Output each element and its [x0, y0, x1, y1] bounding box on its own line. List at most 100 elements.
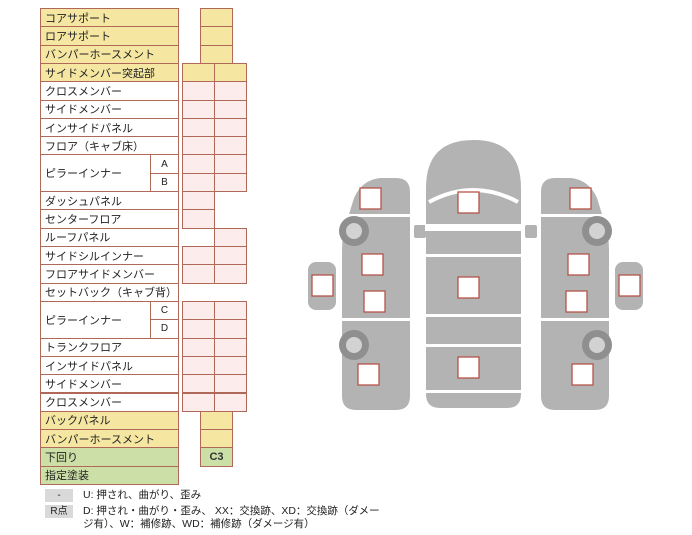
- diagram-mark-left-panel[interactable]: [311, 274, 334, 297]
- damage-cell[interactable]: [182, 392, 215, 412]
- legend-key-rpoint: R点: [45, 505, 73, 518]
- damage-cell[interactable]: [182, 337, 215, 357]
- roof-divider: [425, 224, 522, 231]
- part-label-16: ピラーインナー: [40, 300, 151, 339]
- legend: - U: 押され、曲がり、歪み R点 D: 押され・曲がり・歪み、 XX：交換跡…: [45, 489, 383, 534]
- diagram-mark-right-rear-door[interactable]: [565, 290, 588, 313]
- damage-cell[interactable]: [182, 300, 215, 321]
- left-body-line-2: [342, 318, 410, 321]
- right-front-wheel-hub: [589, 223, 605, 239]
- diagram-mark-top-center[interactable]: [457, 276, 480, 299]
- car-top-view: [426, 140, 521, 408]
- damage-cell[interactable]: [214, 355, 247, 376]
- windshield-line: [428, 188, 519, 204]
- damage-cell[interactable]: [182, 62, 215, 83]
- damage-cell[interactable]: [182, 136, 215, 156]
- skeleton-table: コアサポートロアサポートバンパーホースメントサイドメンバー突起部クロスメンバーサ…: [40, 8, 290, 488]
- diagram-mark-left-rear-fender[interactable]: [357, 363, 380, 386]
- damage-cell[interactable]: [200, 44, 233, 64]
- diagram-mark-left-rear-door[interactable]: [363, 290, 386, 313]
- part-label-18: トランクフロア: [40, 337, 179, 357]
- right-mirror-icon: [525, 225, 537, 238]
- part-label-2: バンパーホースメント: [40, 44, 179, 64]
- diagram-mark-top-rear[interactable]: [457, 356, 480, 379]
- damage-cell[interactable]: [182, 374, 215, 394]
- diagram-mark-left-front-fender[interactable]: [359, 187, 382, 210]
- right-body-line-2: [541, 318, 609, 321]
- damage-cell[interactable]: [182, 319, 215, 339]
- damage-cell[interactable]: [182, 209, 215, 229]
- vehicle-diagram: [308, 140, 643, 410]
- damage-cell[interactable]: [214, 172, 247, 193]
- panel-line-1: [425, 254, 522, 257]
- part-label-10: ダッシュパネル: [40, 191, 179, 211]
- damage-cell[interactable]: [214, 99, 247, 119]
- part-label-1: ロアサポート: [40, 26, 179, 46]
- left-body-line-1: [342, 214, 410, 217]
- damage-cell[interactable]: [214, 319, 247, 339]
- damage-cell[interactable]: [182, 172, 215, 193]
- damage-cell[interactable]: [182, 355, 215, 376]
- damage-cell[interactable]: C3: [200, 447, 233, 467]
- damage-cell[interactable]: [214, 374, 247, 394]
- part-sub-label-9: B: [150, 172, 179, 193]
- part-label-19: インサイドパネル: [40, 355, 179, 376]
- part-label-0: コアサポート: [40, 8, 179, 28]
- legend-row-u: - U: 押され、曲がり、歪み: [45, 489, 383, 502]
- part-sub-label-16: C: [150, 300, 179, 321]
- part-label-21: クロスメンバー: [40, 392, 179, 412]
- damage-cell[interactable]: [214, 392, 247, 412]
- left-rear-wheel-hub: [346, 337, 362, 353]
- damage-cell[interactable]: [214, 246, 247, 266]
- diagram-mark-left-front-door[interactable]: [361, 253, 384, 276]
- damage-cell[interactable]: [182, 99, 215, 119]
- diagram-mark-right-panel[interactable]: [618, 274, 641, 297]
- diagram-mark-right-front-fender[interactable]: [569, 187, 592, 210]
- damage-cell[interactable]: [182, 154, 215, 174]
- part-label-8: ピラーインナー: [40, 154, 151, 193]
- right-rear-wheel-hub: [589, 337, 605, 353]
- panel-line-2: [425, 314, 522, 317]
- damage-cell[interactable]: [214, 117, 247, 138]
- damage-cell[interactable]: [182, 117, 215, 138]
- part-label-15: セットバック（キャブ背）: [40, 282, 179, 302]
- part-label-3: サイドメンバー突起部: [40, 62, 179, 83]
- part-label-22: バックパネル: [40, 410, 179, 431]
- damage-cell[interactable]: [214, 62, 247, 83]
- diagram-mark-right-rear-fender[interactable]: [571, 363, 594, 386]
- damage-cell[interactable]: [200, 26, 233, 46]
- part-label-14: フロアサイドメンバー: [40, 264, 179, 284]
- part-label-5: サイドメンバー: [40, 99, 179, 119]
- panel-line-3: [425, 344, 522, 347]
- damage-cell[interactable]: [214, 227, 247, 248]
- damage-cell[interactable]: [200, 8, 233, 28]
- diagram-mark-right-front-door[interactable]: [567, 253, 590, 276]
- damage-cell[interactable]: [200, 410, 233, 431]
- part-label-11: センターフロア: [40, 209, 179, 229]
- damage-cell[interactable]: [182, 191, 215, 211]
- damage-cell[interactable]: [214, 136, 247, 156]
- part-label-13: サイドシルインナー: [40, 246, 179, 266]
- damage-cell[interactable]: [182, 264, 215, 284]
- part-label-12: ルーフパネル: [40, 227, 179, 248]
- damage-cell[interactable]: [182, 246, 215, 266]
- damage-cell[interactable]: [182, 81, 215, 101]
- legend-row-rpoint: R点 D: 押され・曲がり・歪み、 XX：交換跡、XD：交換跡（ダメージ有）、W…: [45, 505, 383, 531]
- damage-cell[interactable]: [214, 81, 247, 101]
- right-body-line-1: [541, 214, 609, 217]
- damage-cell[interactable]: [214, 337, 247, 357]
- diagram-marks: [311, 187, 641, 386]
- damage-cell[interactable]: [214, 264, 247, 284]
- damage-cell[interactable]: [214, 300, 247, 321]
- part-label-6: インサイドパネル: [40, 117, 179, 138]
- part-label-4: クロスメンバー: [40, 81, 179, 101]
- left-front-wheel-hub: [346, 223, 362, 239]
- part-label-23: バンパーホースメント: [40, 429, 179, 449]
- part-sub-label-17: D: [150, 319, 179, 339]
- damage-cell[interactable]: [214, 154, 247, 174]
- diagram-mark-top-front[interactable]: [457, 191, 480, 214]
- legend-desc-d: D: 押され・曲がり・歪み、 XX：交換跡、XD：交換跡（ダメージ有）、W：補修…: [83, 505, 380, 530]
- damage-cell[interactable]: [200, 429, 233, 449]
- panel-line-4: [425, 390, 522, 393]
